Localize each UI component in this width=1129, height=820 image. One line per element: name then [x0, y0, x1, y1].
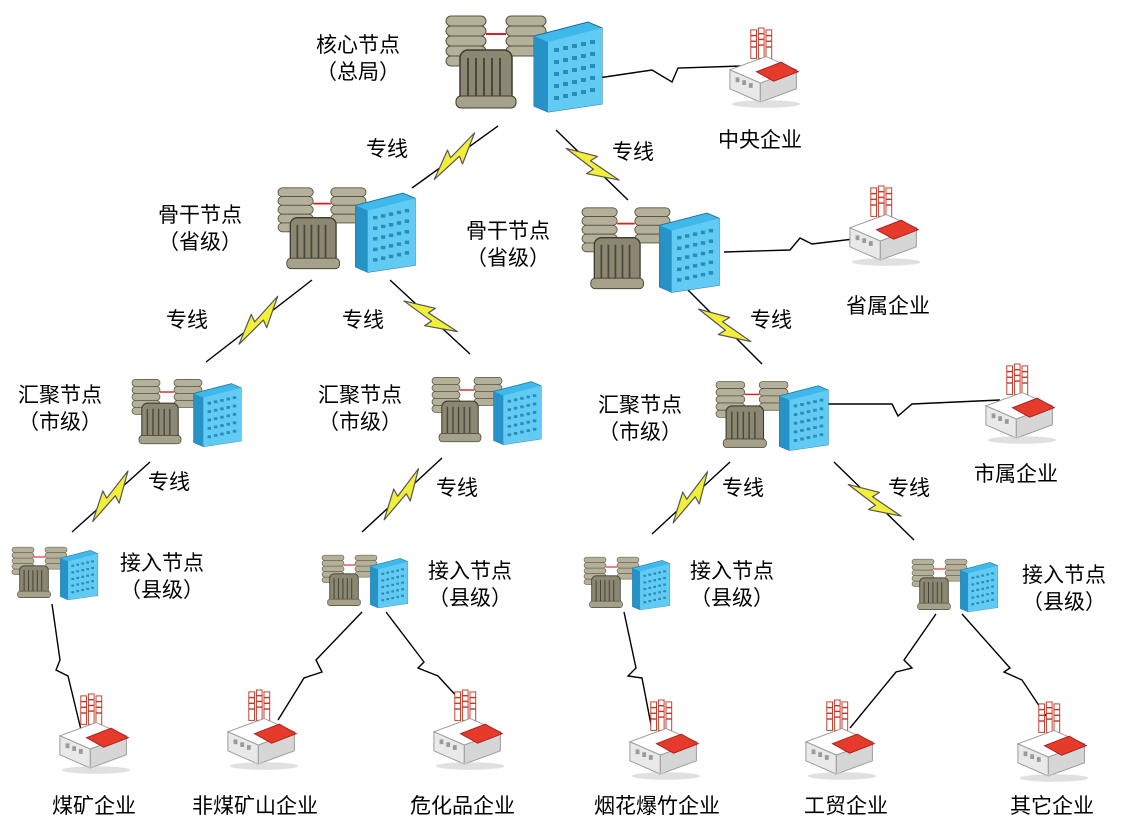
noncoal-enterprise-label: 非煤矿山企业 [192, 794, 318, 818]
access4-node-label: 接入节点 （县级） [1022, 562, 1106, 617]
link-a2-noncoal [277, 611, 363, 721]
city2-node-icon [431, 376, 542, 446]
factory-icon [805, 699, 877, 781]
link-city-municipal [826, 399, 1001, 418]
link-province-provincial [723, 237, 863, 253]
dedicated-line-label: 专线 [148, 470, 190, 494]
city3-node-label: 汇聚节点 （市级） [598, 392, 682, 447]
dedicated-line-label: 专线 [750, 308, 792, 332]
link-a2-chem [385, 611, 461, 701]
factory-icon [729, 27, 801, 109]
trade-enterprise-label: 工贸企业 [804, 794, 888, 818]
node-name: 核心节点 [316, 33, 400, 57]
dedicated-line-label: 专线 [722, 476, 764, 500]
access3-node-label: 接入节点 （县级） [690, 558, 774, 613]
dedicated-line-label: 专线 [366, 137, 408, 161]
municipal-enterprise-label: 市属企业 [974, 462, 1058, 486]
node-name: 汇聚节点 [18, 383, 102, 407]
dedicated-line-label: 专线 [342, 308, 384, 332]
node-name: 接入节点 [428, 559, 512, 583]
access1-node-icon [11, 546, 99, 601]
dedicated-line-label: 专线 [612, 140, 654, 164]
factory-icon [59, 693, 131, 775]
dedicated-line-label: 专线 [166, 308, 208, 332]
core-node-label: 核心节点 （总局） [316, 32, 400, 87]
dedicated-line-label: 专线 [436, 476, 478, 500]
factory-icon [433, 689, 505, 771]
dedicated-line-label: 专线 [888, 476, 930, 500]
link-core-central [597, 65, 743, 84]
node-level: （县级） [690, 586, 774, 611]
lightning-bolt-icon [424, 130, 486, 184]
node-level: （县级） [1022, 590, 1106, 615]
city1-node-label: 汇聚节点 （市级） [18, 382, 102, 437]
node-level: （省级） [158, 230, 242, 255]
province-right-node-label: 骨干节点 （省级） [466, 218, 550, 273]
other-enterprise-label: 其它企业 [1010, 794, 1094, 818]
access2-node-label: 接入节点 （县级） [428, 558, 512, 613]
node-name: 接入节点 [690, 559, 774, 583]
access3-node-icon [583, 556, 671, 611]
node-name: 骨干节点 [466, 219, 550, 243]
node-name: 汇聚节点 [598, 393, 682, 417]
province-left-node-label: 骨干节点 （省级） [158, 202, 242, 257]
city1-node-icon [131, 378, 242, 448]
coal-enterprise-label: 煤矿企业 [52, 794, 136, 818]
province-left-node-icon [277, 186, 417, 274]
node-level: （县级） [120, 578, 204, 603]
factory-icon [985, 363, 1057, 445]
node-level: （市级） [18, 410, 102, 435]
chem-enterprise-label: 危化品企业 [410, 794, 515, 818]
factory-icon [227, 689, 299, 771]
node-level: （省级） [466, 246, 550, 271]
factory-icon [1017, 701, 1089, 783]
link-a3-fireworks [623, 611, 653, 731]
city2-node-label: 汇聚节点 （市级） [318, 382, 402, 437]
node-level: （市级） [318, 410, 402, 435]
factory-icon [849, 185, 921, 267]
provincial-enterprise-label: 省属企业 [846, 294, 930, 318]
province-right-node-icon [581, 206, 721, 294]
lightning-bolt-icon [81, 468, 141, 526]
central-enterprise-label: 中央企业 [718, 128, 802, 152]
link-a4-trade [849, 613, 937, 729]
node-name: 骨干节点 [158, 203, 242, 227]
core-node-icon [445, 15, 603, 113]
node-level: （市级） [598, 420, 682, 445]
access4-node-icon [911, 558, 999, 613]
node-name: 接入节点 [1022, 563, 1106, 587]
node-name: 接入节点 [120, 551, 204, 575]
fireworks-enterprise-label: 烟花爆竹企业 [594, 794, 720, 818]
access1-node-label: 接入节点 （县级） [120, 550, 204, 605]
factory-icon [629, 699, 701, 781]
node-level: （县级） [428, 586, 512, 611]
access2-node-icon [321, 554, 409, 609]
link-a4-other [961, 613, 1047, 717]
lightning-bolt-icon [228, 294, 290, 348]
node-level: （总局） [316, 60, 400, 85]
city3-node-icon [715, 380, 830, 452]
node-name: 汇聚节点 [318, 383, 402, 407]
link-a1-coal [51, 603, 83, 735]
